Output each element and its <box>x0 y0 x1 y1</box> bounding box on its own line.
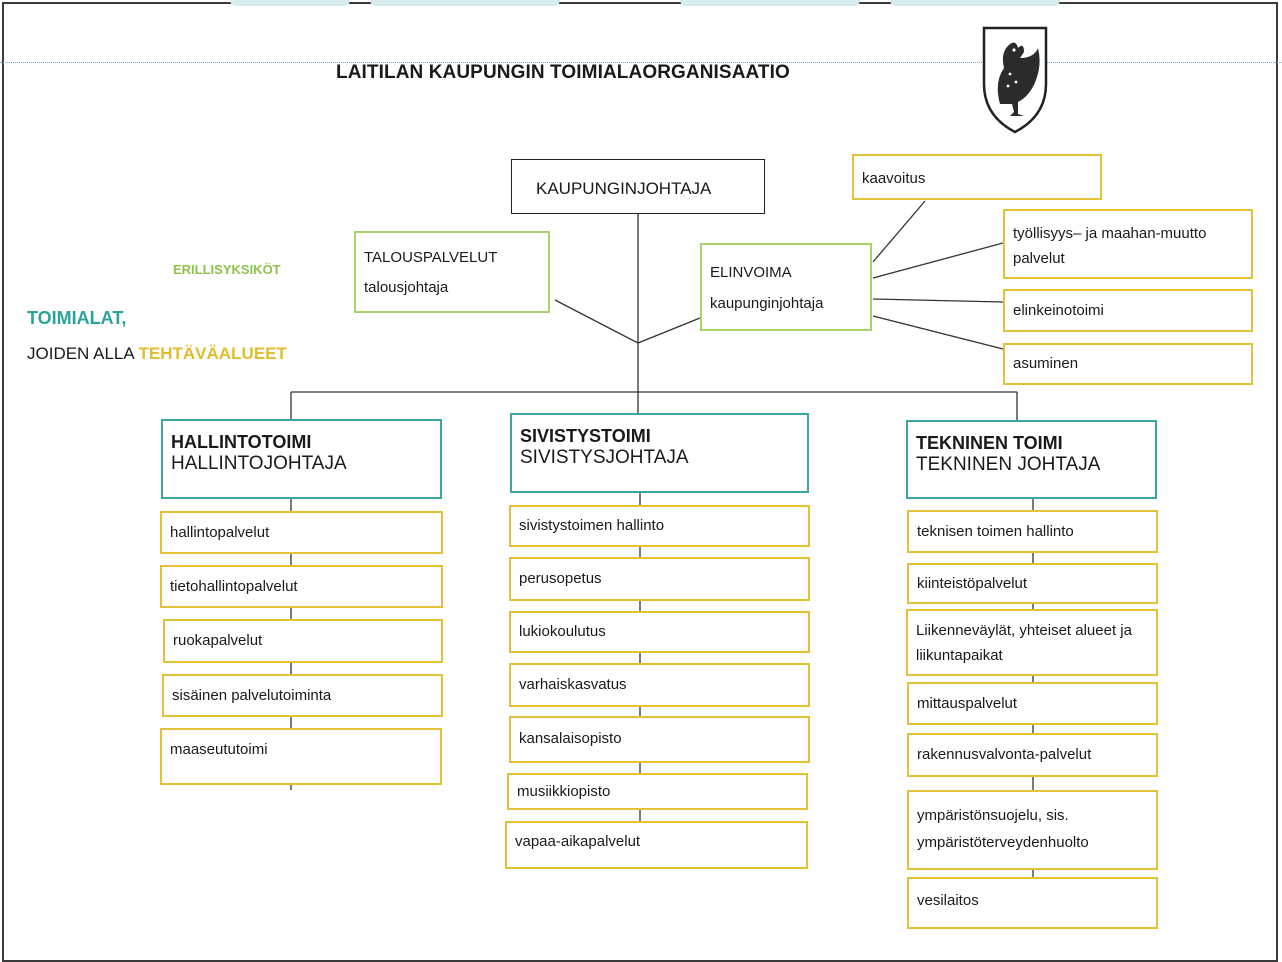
task-area-item: sisäinen palvelutoiminta <box>162 674 443 717</box>
task-area-item: varhaiskasvatus <box>509 663 810 707</box>
department-name: SIVISTYSTOIMI <box>520 426 651 446</box>
task-area-item: vesilaitos <box>907 877 1158 929</box>
task-area-item: maaseututoimi <box>160 728 442 785</box>
task-area-item: kiinteistöpalvelut <box>907 563 1158 604</box>
department-head: TEKNINEN JOHTAJA <box>916 454 1101 475</box>
guide-line <box>0 62 1282 63</box>
city-manager-box: KAUPUNGINJOHTAJA <box>511 159 765 214</box>
department-name: TEKNINEN TOIMI <box>916 433 1063 453</box>
department-head: HALLINTOJOHTAJA <box>171 453 347 474</box>
task-area-item: vapaa-aikapalvelut <box>505 821 808 869</box>
task-area-item: rakennusvalvonta-palvelut <box>907 733 1158 777</box>
unit-title: ELINVOIMA <box>710 264 792 281</box>
legend-separate-units: ERILLISYKSIKÖT <box>173 262 281 277</box>
task-area-item: sivistystoimen hallinto <box>509 505 810 547</box>
header-strip <box>230 0 350 6</box>
separate-unit-talous: TALOUSPALVELUT talousjohtaja <box>354 231 550 313</box>
separate-unit-elinvoima: ELINVOIMA kaupunginjohtaja <box>700 243 872 331</box>
task-area-item: työllisyys– ja maahan-muutto palvelut <box>1003 209 1253 279</box>
unit-title: TALOUSPALVELUT <box>364 249 498 266</box>
task-area-item: elinkeinotoimi <box>1003 289 1253 332</box>
coat-of-arms-logo <box>982 26 1048 134</box>
page-title: LAITILAN KAUPUNGIN TOIMIALAORGANISAATIO <box>336 62 790 83</box>
department-hallintotoimi: HALLINTOTOIMI HALLINTOJOHTAJA <box>161 419 442 499</box>
task-area-item: asuminen <box>1003 343 1253 385</box>
header-strip <box>680 0 860 6</box>
task-area-item: kansalaisopisto <box>509 716 810 763</box>
task-area-item: kaavoitus <box>852 154 1102 200</box>
department-name: HALLINTOTOIMI <box>171 432 312 452</box>
task-area-item: tietohallintopalvelut <box>160 565 443 608</box>
task-area-item: musiikkiopisto <box>507 773 808 810</box>
task-area-item: perusopetus <box>509 557 810 601</box>
header-strip <box>370 0 560 6</box>
legend-areas-line: JOIDEN ALLA TEHTÄVÄALUEET <box>27 344 287 364</box>
task-area-item: Liikenneväylät, yhteiset alueet ja liiku… <box>906 609 1158 676</box>
header-strip <box>890 0 1060 6</box>
task-area-item: ympäristönsuojelu, sis. ympäristöterveyd… <box>907 790 1158 870</box>
unit-head: talousjohtaja <box>364 279 449 296</box>
task-area-item: hallintopalvelut <box>160 511 443 554</box>
task-area-item: ruokapalvelut <box>163 619 443 663</box>
task-area-item: lukiokoulutus <box>509 611 810 653</box>
legend-text: JOIDEN ALLA <box>27 344 134 363</box>
department-sivistystoimi: SIVISTYSTOIMI SIVISTYSJOHTAJA <box>510 413 809 493</box>
department-head: SIVISTYSJOHTAJA <box>520 447 689 468</box>
task-area-item: mittauspalvelut <box>907 682 1158 725</box>
task-area-item: teknisen toimen hallinto <box>907 510 1158 553</box>
department-tekninen-toimi: TEKNINEN TOIMI TEKNINEN JOHTAJA <box>906 420 1157 499</box>
unit-head: kaupunginjohtaja <box>710 295 824 312</box>
legend-task-areas: TEHTÄVÄALUEET <box>138 344 287 363</box>
legend-departments: TOIMIALAT, <box>27 308 127 328</box>
